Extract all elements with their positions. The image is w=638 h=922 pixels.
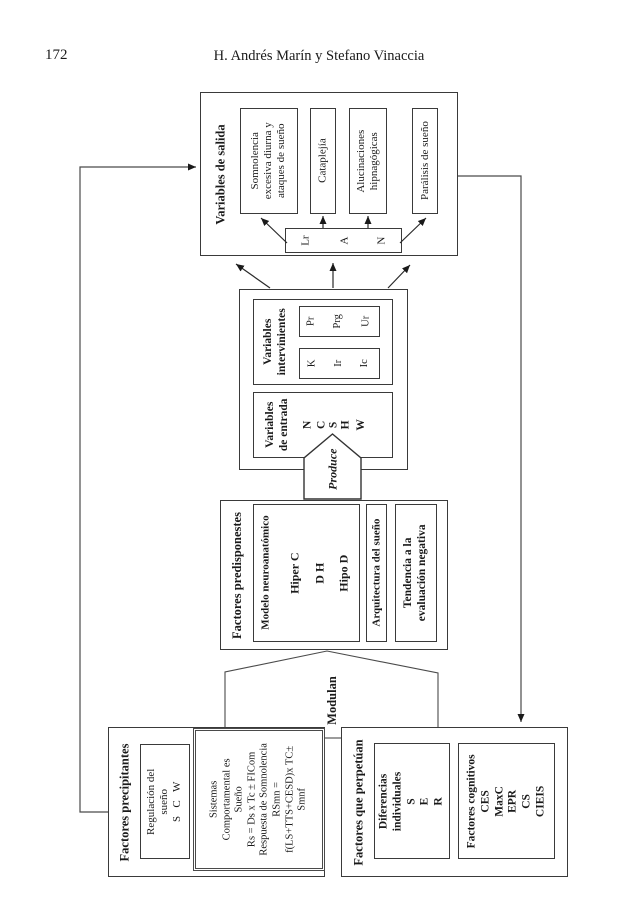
var-letter: N: [301, 420, 314, 430]
var-letter: Prg: [332, 314, 344, 329]
feedback-line-left: [79, 163, 196, 813]
variables-de-entrada-title: Variables de entrada: [264, 398, 290, 452]
bar-letter: A: [338, 236, 351, 245]
arrow-mid-right: [387, 264, 411, 289]
modulan-label: Modulan: [324, 675, 339, 725]
factores-cognitivos-box: Factores cognitivos CES MaxC EPR CS CIEI…: [458, 743, 555, 859]
modelo-item-hipo-d: Hipo D: [335, 554, 350, 592]
variables-de-salida-title: Variables de salida: [213, 123, 228, 225]
diferencias-individuales-box: Diferencias individuales S E R: [374, 743, 450, 859]
output-cataplejia-box: Cataplejía: [310, 108, 336, 214]
page-number: 172: [45, 47, 68, 63]
tendencia-box: Tendencia a la evaluación negativa: [395, 504, 437, 642]
regulacion-del-sueno-box: Regulación del sueño S C W: [140, 744, 190, 859]
bar-letter: Lr: [299, 235, 312, 246]
produce-label: Produce: [325, 448, 340, 490]
output-alucinaciones-box: Alucinaciones hipnagógicas: [349, 108, 387, 214]
intervinientes-row2: K Ir Ic: [299, 348, 380, 379]
lr-a-n-bar: Lr A N: [285, 228, 402, 253]
output-somnolencia-box: Somnolencia excesiva diurna y ataques de…: [240, 108, 298, 214]
modelo-neuroanatomico-title: Modelo neuroanatómico: [259, 515, 272, 631]
factores-que-perpetuan-title: Factores que perpetúan: [351, 738, 366, 866]
factores-predisponentes-title: Factores predisponestes: [229, 511, 244, 639]
output-paralisis-box: Parálisis de sueño: [412, 108, 438, 214]
factores-precipitantes-title: Factores precipitantes: [117, 743, 132, 861]
line-salida-to-perpetuan: [458, 175, 525, 722]
variables-intervinientes-title: Variables intervinientes: [262, 308, 288, 376]
arquitectura-del-sueno-box: Arquitectura del sueño: [366, 504, 387, 642]
var-letter: Ic: [359, 359, 371, 368]
var-letter: Ir: [332, 360, 344, 367]
running-title: H. Andrés Marín y Stefano Vinaccia: [213, 48, 425, 64]
var-letter: Pr: [305, 316, 317, 327]
modelo-item-hiper-c: Hiper C: [287, 552, 302, 594]
arrow-mid-left: [235, 263, 271, 289]
intervinientes-row1: Pr Prg Ur: [299, 306, 380, 337]
bar-letter: N: [375, 236, 388, 245]
modelo-neuroanatomico-box: [253, 504, 360, 642]
var-letter: W: [354, 419, 367, 431]
var-letter: K: [306, 359, 318, 368]
var-letter: Ur: [359, 315, 371, 328]
sistemas-somnolencia-box: Sistemas Comportamental es Sueño Rs = Ds…: [193, 728, 325, 871]
var-letter: H: [339, 420, 352, 430]
modelo-item-d-h: D H: [311, 562, 326, 584]
